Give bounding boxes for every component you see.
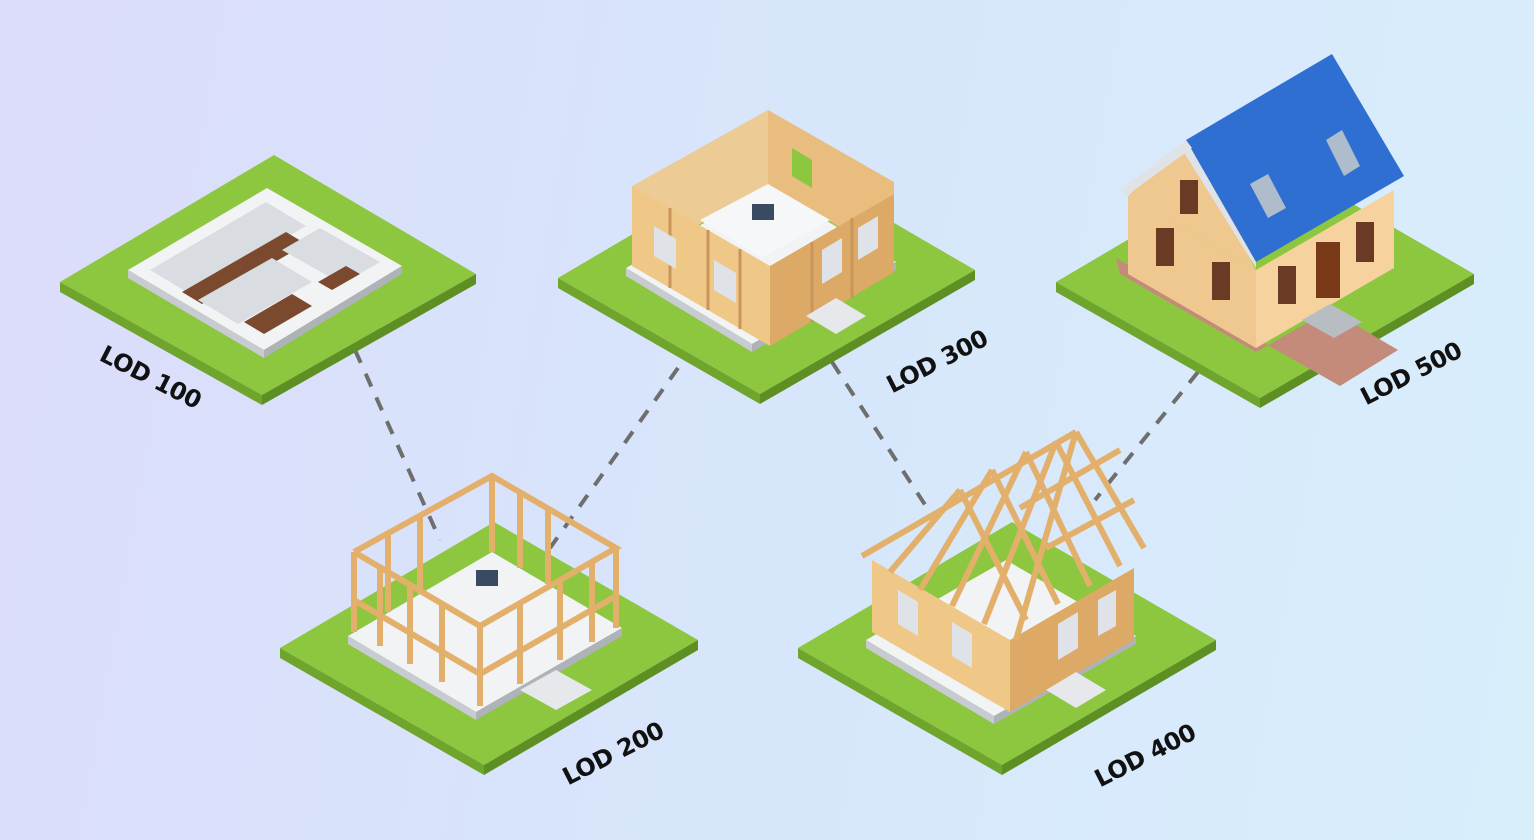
window xyxy=(952,622,972,668)
window xyxy=(1156,228,1174,266)
window xyxy=(1212,262,1230,300)
connector-200-300 xyxy=(548,366,680,550)
timber-frame xyxy=(351,472,623,706)
roof-trusses xyxy=(860,429,1147,641)
pit-soil xyxy=(244,294,312,334)
window xyxy=(714,260,736,303)
window xyxy=(858,216,878,260)
window xyxy=(1356,222,1374,262)
entry-step xyxy=(520,670,592,710)
window xyxy=(898,590,918,636)
grass-edge-right xyxy=(1002,640,1216,775)
window xyxy=(1058,612,1078,660)
roof xyxy=(1186,54,1404,262)
front-wall-left xyxy=(632,186,770,346)
connector-300-400 xyxy=(830,360,937,522)
front-door xyxy=(1316,242,1340,298)
slab-edge-left xyxy=(128,270,264,358)
window xyxy=(822,238,842,284)
grass-edge-right xyxy=(484,640,698,775)
paving xyxy=(1116,258,1398,386)
utility-equipment xyxy=(752,204,774,220)
entry-step xyxy=(1046,672,1106,708)
connectors xyxy=(353,349,1200,550)
skylight xyxy=(1250,174,1286,218)
roof-edge xyxy=(1120,140,1192,196)
window xyxy=(1180,180,1198,214)
utility-equipment xyxy=(476,570,498,586)
entry-step xyxy=(1302,304,1362,338)
grass-edge-left xyxy=(798,648,1002,775)
grass-edge-left xyxy=(60,282,262,405)
entry-step xyxy=(806,298,866,334)
grass-edge-left xyxy=(280,648,484,775)
slab-edge xyxy=(626,268,752,352)
grass-edge-left xyxy=(1056,282,1260,408)
foundation-pit xyxy=(198,258,312,324)
lod500-model xyxy=(1056,54,1474,408)
studs xyxy=(668,208,854,329)
skylight xyxy=(1326,130,1360,176)
connector-400-500 xyxy=(1093,370,1200,502)
grass-edge-right xyxy=(262,274,476,405)
connector-100-200 xyxy=(353,349,442,541)
window xyxy=(1098,590,1116,636)
roof-edge xyxy=(1180,140,1256,268)
foundation-pit xyxy=(150,202,306,294)
window xyxy=(1278,266,1296,304)
window xyxy=(792,148,812,188)
slab-edge xyxy=(866,640,994,724)
lod300-model xyxy=(558,110,975,404)
window xyxy=(654,226,676,269)
grass-edge-left xyxy=(558,278,760,404)
lod200-model xyxy=(280,472,698,775)
pit-soil xyxy=(318,266,360,290)
pit-soil xyxy=(182,232,306,304)
lod100-model xyxy=(60,155,476,405)
interior-floor xyxy=(700,184,830,258)
grass-edge-right xyxy=(760,270,975,404)
foundation-pit xyxy=(282,228,380,284)
slab-edge xyxy=(348,636,476,720)
lod400-model xyxy=(798,429,1216,775)
floor-slab xyxy=(348,552,622,712)
slab-edge-right xyxy=(264,266,402,358)
